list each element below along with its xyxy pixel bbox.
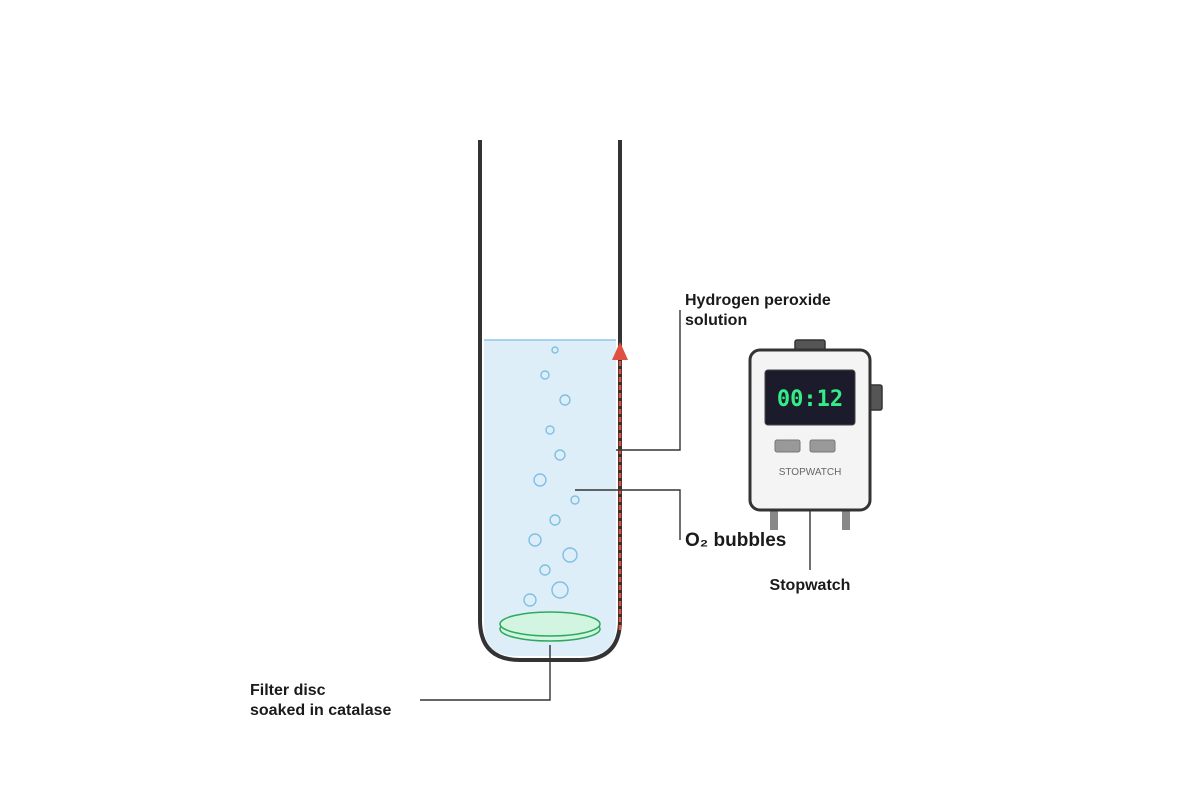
bubble [528, 533, 542, 547]
disc-label: Filter disc soaked in catalase [250, 682, 392, 719]
stopwatch-button-left [774, 439, 801, 453]
bubble [551, 346, 559, 354]
solution-label-line-1: Hydrogen peroxide [685, 292, 831, 309]
bubble [533, 473, 547, 487]
bubble [570, 495, 580, 505]
hydrogen-peroxide-liquid [484, 340, 616, 656]
stopwatch-button-right [809, 439, 836, 453]
disc-label-line-1: Filter disc [250, 682, 326, 699]
filter-disc-top [499, 611, 601, 637]
solution-label-line-2: solution [685, 312, 747, 329]
oxygen-bubbles [523, 346, 580, 607]
filter-disc [499, 611, 601, 642]
bubbles-leader-line [575, 489, 681, 540]
stopwatch-display [764, 369, 856, 426]
bubble [549, 514, 561, 526]
bubble [540, 370, 550, 380]
solution-leader-line [616, 310, 681, 451]
bubble [554, 449, 566, 461]
bubble [545, 425, 555, 435]
stopwatch-leg-right [842, 508, 850, 530]
solution-label: Hydrogen peroxide solution [685, 292, 835, 329]
bubbles-label: O₂ bubbles [685, 530, 786, 551]
bubble [559, 394, 571, 406]
disc-label-line-2: soaked in catalase [250, 702, 392, 719]
upward-arrow-icon [612, 342, 628, 360]
stopwatch-icon: 00:12 STOPWATCH [748, 339, 883, 530]
disc-leader-line [420, 645, 551, 701]
stopwatch-time: 00:12 [777, 387, 843, 412]
stopwatch-caption: STOPWATCH [779, 467, 842, 478]
bubble [551, 581, 569, 599]
bubble [523, 593, 537, 607]
stopwatch-label: Stopwatch [770, 577, 851, 594]
bubble [539, 564, 551, 576]
stopwatch-leg-left [770, 508, 778, 530]
bubble [562, 547, 578, 563]
